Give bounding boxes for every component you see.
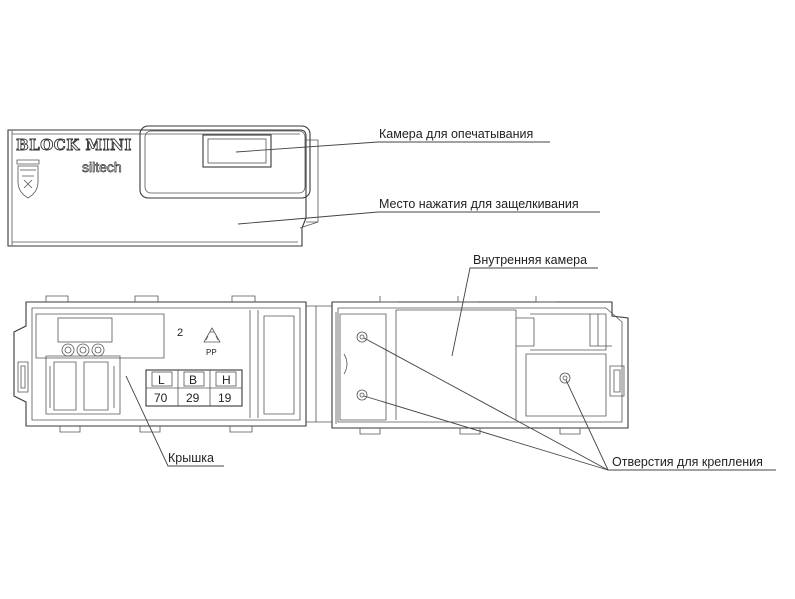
label-inner-chamber: Внутренняя камера — [473, 253, 587, 267]
lid-spring-mechanism — [45, 343, 121, 415]
lid-side-latch — [17, 361, 29, 393]
mounting-hole-1 — [356, 331, 368, 343]
base-outline — [331, 296, 629, 435]
label-lid: Крышка — [168, 451, 214, 465]
brand-text: BLOCK MINI — [16, 136, 132, 154]
dims-value-b: 29 — [186, 391, 200, 405]
label-mounting-holes: Отверстия для крепления — [612, 455, 763, 469]
brand-subtext: siltech — [82, 159, 122, 175]
dims-header-b: B — [189, 373, 197, 387]
brand-shield-logo — [16, 159, 40, 199]
recycle-number: 2 — [177, 327, 183, 339]
recycle-code: PP — [206, 348, 217, 357]
leader-lid — [125, 375, 224, 467]
dims-header-l: L — [158, 373, 165, 387]
top-view-sealing-chamber-block — [139, 125, 311, 199]
dims-header-h: H — [222, 373, 231, 387]
base-side-latch — [609, 365, 625, 397]
hinge — [306, 305, 332, 423]
dims-value-h: 19 — [218, 391, 232, 405]
dimensions-table — [145, 369, 243, 407]
leader-sealing-chamber — [235, 141, 550, 153]
top-view-seal-body — [7, 129, 319, 247]
leader-mounting-holes-3 — [565, 379, 776, 471]
leader-mounting-holes-1 — [363, 337, 609, 471]
mounting-hole-3 — [559, 372, 571, 384]
leader-inner-chamber — [451, 267, 598, 357]
leader-mounting-holes-2 — [363, 395, 609, 471]
leader-snap-press-area — [237, 211, 600, 225]
dims-value-l: 70 — [154, 391, 168, 405]
lid-outline — [13, 295, 307, 433]
label-sealing-chamber: Камера для опечатывания — [379, 127, 533, 141]
mounting-hole-2 — [356, 389, 368, 401]
label-snap-press-area: Место нажатия для защелкивания — [379, 197, 579, 211]
recycle-triangle-icon — [203, 327, 221, 343]
